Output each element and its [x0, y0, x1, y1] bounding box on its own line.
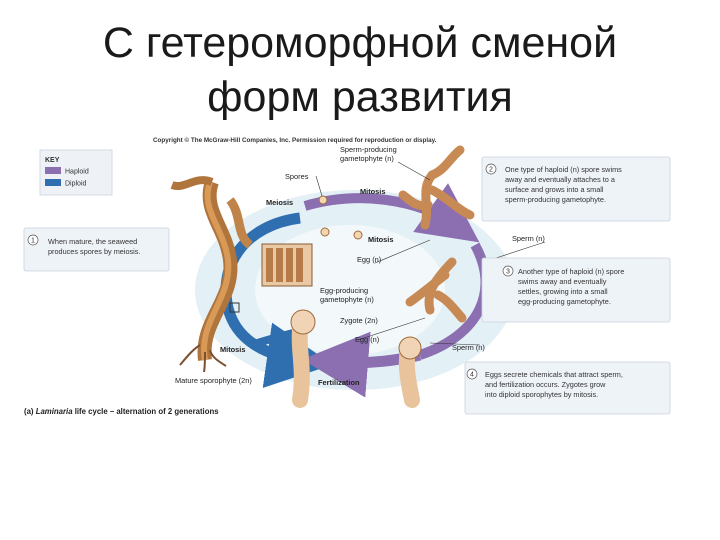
label-zygote: Zygote (2n) [340, 316, 378, 325]
sporangia-illustration [261, 243, 313, 287]
key-box: KEY Haploid Diploid [39, 149, 113, 196]
mature-sporophyte-seaweed [170, 176, 254, 373]
step-1-line-2: produces spores by meiosis. [48, 247, 140, 256]
spores [318, 195, 363, 240]
step-2-line-3: surface and grows into a small [505, 185, 604, 194]
label-egg-bottom: Egg (n) [355, 335, 379, 344]
young-sporophytes [290, 309, 422, 408]
egg-gametophyte [405, 257, 467, 323]
label-sperm-gametophyte-2: gametophyte (n) [340, 154, 394, 163]
label-sperm-bottom: Sperm (n) [452, 343, 485, 352]
key-title: KEY [45, 157, 60, 164]
step-1-box: 1 When mature, the seaweed produces spor… [23, 227, 170, 272]
step-1-number: 1 [31, 238, 35, 245]
step-3-box: 3 Another type of haploid (n) spore swim… [481, 257, 671, 323]
label-spores: Spores [285, 172, 309, 181]
step-3-number: 3 [506, 269, 510, 276]
step-2-line-1: One type of haploid (n) spore swims [505, 165, 622, 174]
title-line-1: С гетероморфной сменой [102, 19, 618, 67]
step-3-line-1: Another type of haploid (n) spore [518, 267, 624, 276]
step-2-number: 2 [489, 167, 493, 174]
caption-rest: life cycle – alternation of 2 generation… [73, 407, 220, 416]
step-3-line-4: egg-producing gametophyte. [518, 297, 611, 306]
slide-title: С гетероморфной сменой форм развития [0, 16, 720, 124]
label-mitosis-left: Mitosis [220, 345, 245, 354]
step-4-line-1: Eggs secrete chemicals that attract sper… [485, 370, 623, 379]
haploid-swatch [45, 167, 61, 174]
step-4-box: 4 Eggs secrete chemicals that attract sp… [464, 361, 671, 415]
label-egg-gametophyte-1: Egg-producing [320, 286, 368, 295]
label-egg-top: Egg (n) [357, 255, 381, 264]
step-2-line-2: away and eventually attaches to a [505, 175, 616, 184]
step-3-line-3: settles, growing into a small [518, 287, 608, 296]
diploid-swatch [45, 179, 61, 186]
sperm-gametophyte [398, 145, 475, 230]
diploid-cycle-arrow [220, 212, 333, 388]
key-haploid-label: Haploid [65, 169, 89, 176]
step-2-line-4: sperm-producing gametophyte. [505, 195, 606, 204]
step-4-line-3: into diploid sporophytes by mitosis. [485, 390, 598, 399]
label-sperm-right: Sperm (n) [512, 234, 545, 243]
caption-prefix: (a) [24, 407, 36, 416]
copyright-note: Copyright © The McGraw-Hill Companies, I… [153, 136, 437, 144]
diagram-labels: Sperm-producing gametophyte (n) Spores M… [175, 145, 545, 387]
leader-lines [315, 161, 546, 346]
step-2-box: 2 One type of haploid (n) spore swims aw… [481, 156, 671, 222]
step-4-number: 4 [470, 372, 474, 379]
label-mature-sporophyte: Mature sporophyte (2n) [175, 376, 252, 385]
label-meiosis: Meiosis [266, 198, 293, 207]
step-4-line-2: and fertilization occurs. Zygotes grow [485, 380, 606, 389]
label-mitosis-mid: Mitosis [368, 235, 393, 244]
label-sperm-gametophyte-1: Sperm-producing [340, 145, 397, 154]
step-1-line-1: When mature, the seaweed [48, 237, 137, 246]
title-line-2: форм развития [207, 73, 513, 121]
caption-italic: Laminaria [36, 407, 73, 416]
label-mitosis-top: Mitosis [360, 187, 385, 196]
label-egg-gametophyte-2: gametophyte (n) [320, 295, 374, 304]
key-diploid-label: Diploid [65, 181, 87, 188]
figure-caption: (a) Laminaria life cycle – alternation o… [24, 407, 219, 416]
step-3-line-2: swims away and eventually [518, 277, 607, 286]
label-fertilization: Fertilization [318, 378, 360, 387]
